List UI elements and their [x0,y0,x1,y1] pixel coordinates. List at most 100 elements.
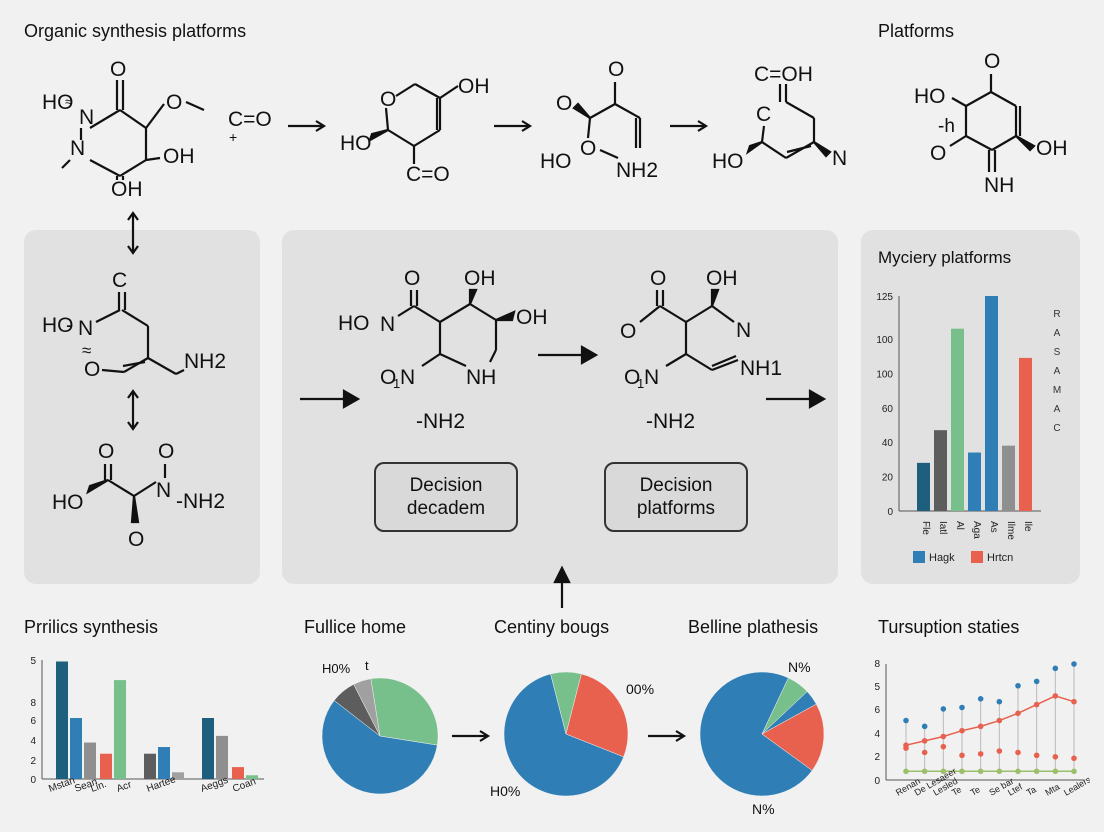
side-letter: A [1054,366,1061,377]
svg-text:O: O [380,88,396,111]
y-tick-label: 4 [874,729,880,740]
svg-text:O: O [98,440,114,463]
svg-text:O: O [404,267,420,290]
svg-text:1: 1 [637,376,644,391]
data-point [1071,698,1077,705]
svg-text:-: - [66,314,73,337]
svg-text:C=OH: C=OH [754,63,813,86]
data-point [921,749,928,756]
bottom-title-5: Tursuption staties [878,617,1020,637]
data-point [1071,755,1077,762]
y-tick-label: 6 [874,705,880,716]
svg-text:O: O [650,267,666,290]
data-point [940,733,947,740]
y-tick-label: 0 [887,507,893,518]
x-tick-label: Mstan [47,775,76,795]
svg-text:C: C [112,269,127,292]
y-tick-label: 0 [874,776,880,787]
bar [114,680,126,779]
data-point [1052,693,1059,699]
svg-text:O: O [608,58,624,81]
svg-text:NH1: NH1 [740,357,782,380]
bar [934,430,947,511]
bottom-title-2: Fullice home [304,617,407,637]
svg-text:N: N [78,317,93,340]
x-tick-label: Lealers [1062,774,1090,798]
svg-text:OH: OH [458,75,490,98]
y-tick-label: 8 [30,698,36,709]
y-tick-label: 60 [882,404,894,415]
svg-text:O: O [380,366,396,389]
svg-text:O: O [624,366,640,389]
data-point [1052,768,1059,775]
bar [202,718,214,779]
y-tick-label: 40 [882,438,894,449]
data-point [1071,768,1077,775]
y-tick-label: 5 [874,682,880,693]
svg-text:C=O: C=O [406,163,450,186]
y-tick-label: 0 [30,775,36,786]
svg-text:-h: -h [938,116,955,137]
decision-decadem-button[interactable]: Decision decadem [374,462,518,532]
bar [172,772,184,779]
svg-text:HO: HO [340,132,372,155]
side-letter: M [1053,385,1061,396]
bottom-arrows [452,730,687,742]
svg-text:N: N [380,313,395,336]
bar [232,767,244,779]
svg-text:O: O [620,320,636,343]
bar [917,462,930,511]
y-tick-label: 4 [30,736,36,747]
svg-text:O: O [84,358,100,381]
svg-text:N: N [644,366,659,389]
x-tick-label: Iatl [937,521,948,534]
data-point [1033,678,1040,685]
data-point [959,727,965,734]
molecule-4: C=OH C HO N [712,63,847,173]
pie2-label-a: 00% [626,681,655,697]
svg-text:OH: OH [706,267,738,290]
data-point [977,751,984,757]
bar [1019,357,1032,511]
pie-slice [699,671,813,797]
data-point [903,768,909,775]
pie-chart-2 [503,671,629,797]
section-title-organic: Organic synthesis platforms [24,21,247,41]
data-point [940,743,947,750]
data-point [940,706,947,712]
side-letter: R [1053,309,1060,320]
svg-text:≈: ≈ [82,341,91,360]
pie3-label-b: N% [752,801,775,817]
data-point [1052,665,1059,672]
bar [56,661,68,779]
x-tick-label: Ile [1022,521,1033,532]
svg-text:NH: NH [984,174,1014,197]
pie-slice [761,703,825,771]
svg-text:HO: HO [42,91,74,114]
svg-text:N: N [70,137,85,160]
bar [100,753,112,779]
data-point [1052,754,1059,760]
bottom-title-3: Centiny bougs [494,617,610,637]
svg-text:N: N [832,147,847,170]
data-point [1033,768,1040,775]
svg-text:HO: HO [712,150,744,173]
svg-text:O: O [984,50,1000,73]
y-tick-label: 16 [25,650,37,653]
molecule-2: O OH HO C=O [340,75,490,186]
data-point [996,748,1003,754]
svg-text:O: O [166,91,182,114]
decision-platforms-button[interactable]: Decision platforms [604,462,748,532]
y-tick-label: 100 [876,369,893,380]
svg-text:N: N [79,106,94,129]
y-tick-label: 100 [876,335,893,346]
svg-text:N: N [736,319,751,342]
decision-decadem-line2: decadem [406,498,486,519]
center-sub-right: -NH2 [646,410,696,433]
y-tick-label: 125 [876,292,893,303]
svg-text:N: N [156,479,171,502]
svg-text:O: O [158,440,174,463]
top-arrows [288,120,709,132]
